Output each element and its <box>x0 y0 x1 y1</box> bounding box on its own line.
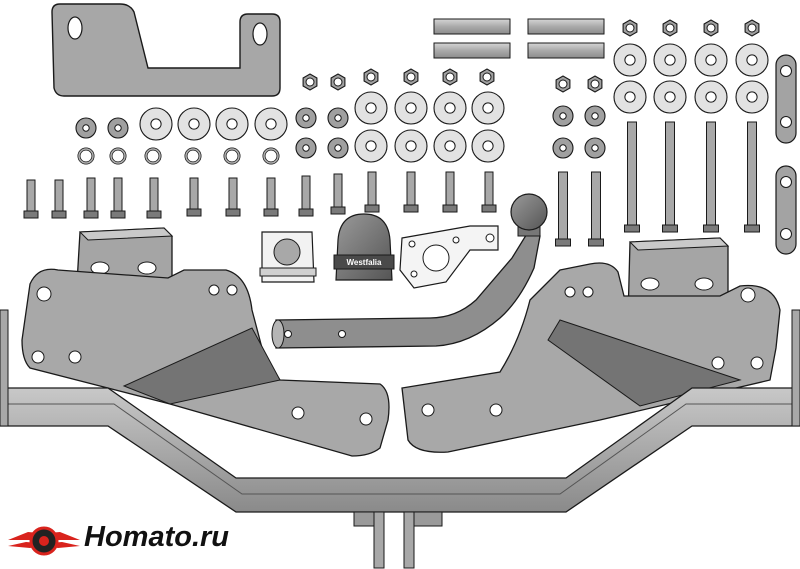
washer-icon <box>613 43 647 77</box>
washer-icon <box>694 80 728 114</box>
flat-washers <box>75 43 769 163</box>
hex-nut-icon <box>363 68 379 86</box>
bolts <box>23 121 760 247</box>
washer-icon <box>394 129 428 163</box>
bolt-icon <box>51 179 67 219</box>
washer-icon <box>394 91 428 125</box>
washer-icon <box>613 80 647 114</box>
bolt-icon <box>186 177 202 217</box>
washer-icon <box>735 80 769 114</box>
washer-icon <box>433 129 467 163</box>
hex-nut-icon <box>622 19 638 37</box>
bolt-icon <box>588 171 604 247</box>
winged-wheel-icon <box>8 526 80 556</box>
hex-nut-icon <box>330 73 346 91</box>
bolt-icon <box>83 177 99 219</box>
washer-icon <box>254 107 288 141</box>
bolt-icon <box>263 177 279 217</box>
hex-nuts <box>302 19 760 93</box>
washer-icon <box>354 129 388 163</box>
tow-ball-arm <box>271 193 548 349</box>
washer-icon <box>433 91 467 125</box>
hex-nut-icon <box>479 68 495 86</box>
washer-icon <box>471 129 505 163</box>
hex-nut-icon <box>555 75 571 93</box>
bolt-icon <box>442 171 458 213</box>
spacer-tubes <box>433 18 605 59</box>
lock-washer-icon <box>262 147 280 165</box>
hex-nut-icon <box>744 19 760 37</box>
bolt-icon <box>23 179 39 219</box>
socket-plate <box>399 225 499 289</box>
bolt-icon <box>110 177 126 219</box>
washer-icon <box>327 107 349 129</box>
bolt-icon <box>330 173 346 215</box>
washer-icon <box>107 117 129 139</box>
lock-washers <box>77 147 280 165</box>
lock-washer-icon <box>109 147 127 165</box>
socket-bracket <box>259 231 317 283</box>
lock-washer-icon <box>223 147 241 165</box>
bolt-icon <box>298 175 314 217</box>
brand-logo-text: Homato.ru <box>84 521 229 553</box>
clamp-plates <box>775 54 797 255</box>
bolt-icon <box>624 121 640 233</box>
hex-nut-icon <box>442 68 458 86</box>
top-mounting-bracket <box>51 3 281 97</box>
washer-icon <box>327 137 349 159</box>
washer-icon <box>354 91 388 125</box>
hex-nut-icon <box>403 68 419 86</box>
hitch-receiver-plates <box>353 511 443 569</box>
washer-icon <box>75 117 97 139</box>
lock-washer-icon <box>144 147 162 165</box>
bolt-icon <box>703 121 719 233</box>
washer-icon <box>584 137 606 159</box>
bolt-icon <box>481 171 497 213</box>
bolt-icon <box>225 177 241 217</box>
washer-icon <box>215 107 249 141</box>
bolt-icon <box>146 177 162 219</box>
washer-icon <box>295 137 317 159</box>
bolt-icon <box>364 171 380 213</box>
washer-icon <box>139 107 173 141</box>
cap-brand-label: Westfalia <box>347 258 383 267</box>
hex-nut-icon <box>302 73 318 91</box>
washer-icon <box>694 43 728 77</box>
washer-icon <box>653 43 687 77</box>
hex-nut-icon <box>662 19 678 37</box>
right-mounting-plate <box>401 262 781 453</box>
washer-icon <box>471 91 505 125</box>
bolt-icon <box>555 171 571 247</box>
washer-icon <box>177 107 211 141</box>
bolt-icon <box>662 121 678 233</box>
main-cross-beam <box>0 309 800 513</box>
tow-ball-icon <box>510 193 548 231</box>
washer-icon <box>295 107 317 129</box>
ball-cover-cap: Westfalia <box>333 213 395 281</box>
washer-icon <box>653 80 687 114</box>
hex-nut-icon <box>703 19 719 37</box>
washer-icon <box>552 137 574 159</box>
bolt-icon <box>744 121 760 233</box>
washer-icon <box>584 105 606 127</box>
hex-nut-icon <box>587 75 603 93</box>
lock-washer-icon <box>77 147 95 165</box>
left-mounting-plate <box>21 268 390 457</box>
lock-washer-icon <box>184 147 202 165</box>
washer-icon <box>552 105 574 127</box>
bolt-icon <box>403 171 419 213</box>
washer-icon <box>735 43 769 77</box>
